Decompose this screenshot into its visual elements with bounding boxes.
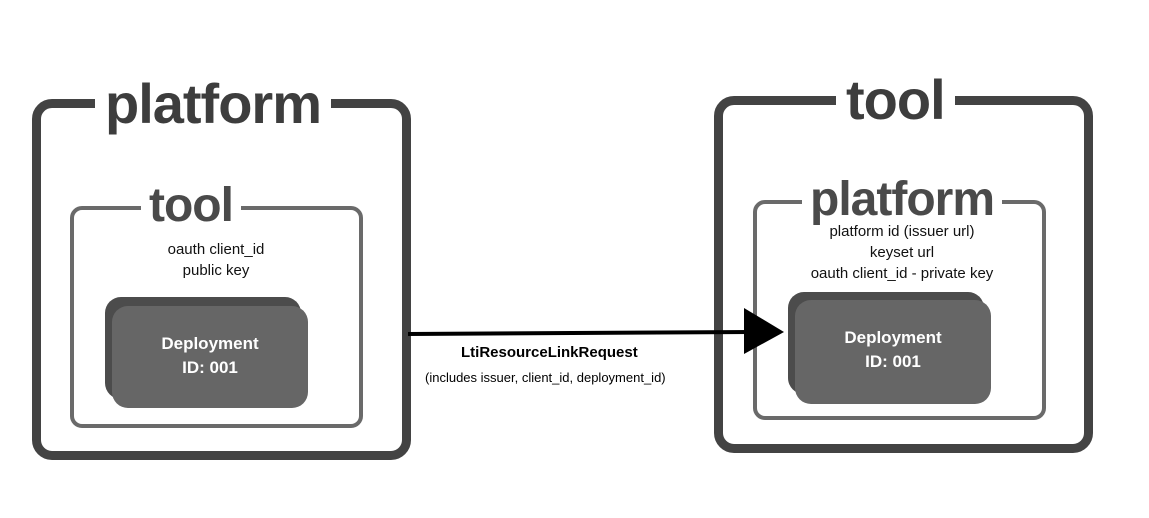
- arrow-head: [744, 308, 784, 354]
- deployment-card-left: Deployment ID: 001: [112, 306, 308, 408]
- deployment-id: ID: 001: [865, 352, 921, 371]
- tool-info-line: oauth client_id: [167, 241, 265, 258]
- platform-inner-title: platform: [802, 176, 1002, 224]
- tool-inner-title: tool: [141, 182, 241, 230]
- tool-outer-title: tool: [836, 72, 955, 128]
- platform-info-line: platform id (issuer url): [829, 223, 975, 240]
- tool-info-line: public key: [182, 262, 250, 279]
- deployment-label: Deployment: [844, 328, 942, 347]
- platform-info: platform id (issuer url) keyset url oaut…: [772, 221, 1032, 284]
- arrow-shaft: [407, 330, 753, 336]
- deployment-label: Deployment: [161, 334, 259, 353]
- platform-info-line: oauth client_id - private key: [810, 265, 994, 282]
- deployment-card-right: Deployment ID: 001: [795, 300, 991, 404]
- request-subtitle: (includes issuer, client_id, deployment_…: [425, 370, 666, 385]
- tool-info: oauth client_id public key: [116, 239, 316, 281]
- platform-info-line: keyset url: [869, 244, 935, 261]
- deployment-id: ID: 001: [182, 358, 238, 377]
- platform-outer-title: platform: [95, 76, 331, 132]
- request-title: LtiResourceLinkRequest: [461, 344, 638, 361]
